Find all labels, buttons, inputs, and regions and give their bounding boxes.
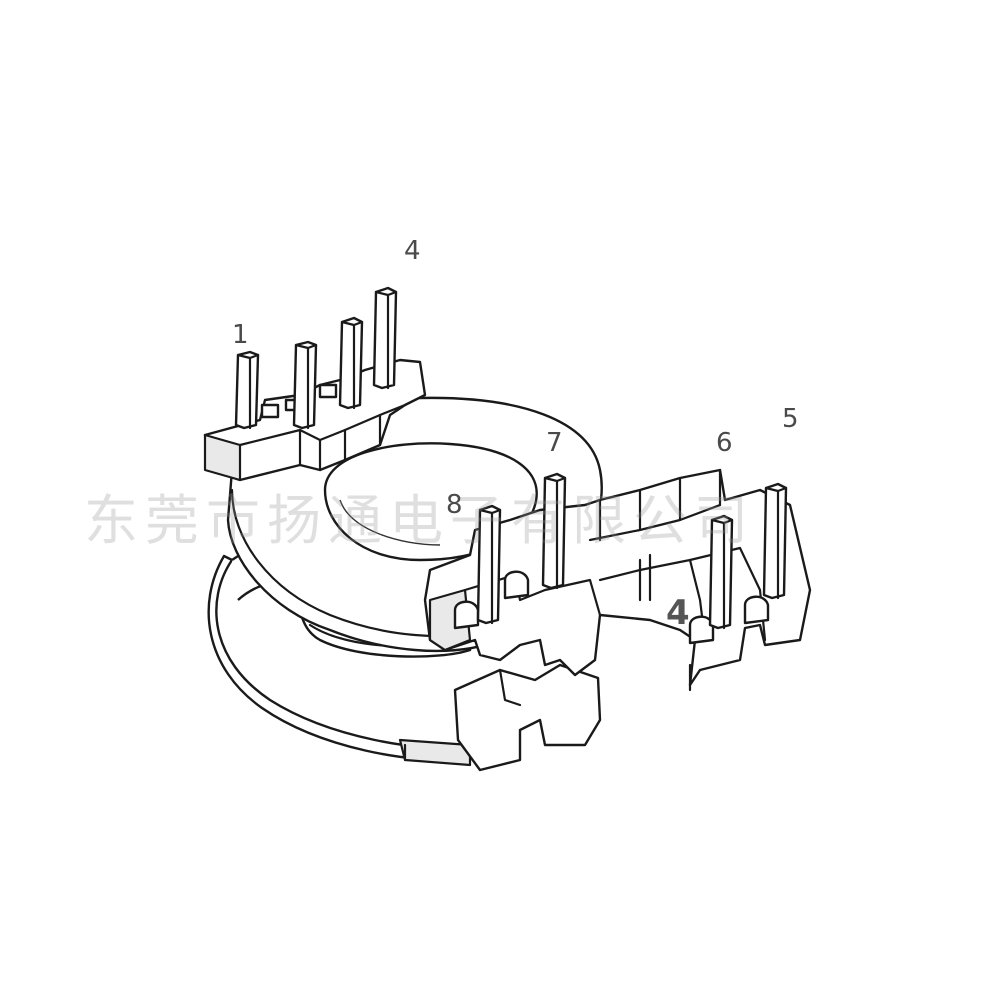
pin-7: [541, 472, 567, 590]
pin-label-6: 6: [716, 428, 733, 458]
pin-label-4-top: 4: [404, 236, 421, 266]
right-pins: [476, 472, 788, 630]
lower-flange-tab: [453, 663, 602, 772]
pin-3: [338, 316, 364, 410]
pin-label-7: 7: [546, 428, 563, 458]
pin-8: [476, 504, 502, 625]
pin-label-4-bottom: 4: [666, 593, 690, 633]
company-watermark: 东莞市扬通电子有限公司: [84, 489, 755, 552]
pin-label-1: 1: [232, 320, 249, 350]
pin-5: [762, 482, 788, 600]
pin-4: [372, 286, 398, 390]
pin-6: [708, 514, 734, 630]
pin-2: [292, 340, 318, 430]
left-pins: [234, 286, 398, 430]
pin-label-8: 8: [446, 490, 463, 520]
pin-1: [234, 350, 260, 430]
pin-label-5: 5: [782, 404, 799, 434]
